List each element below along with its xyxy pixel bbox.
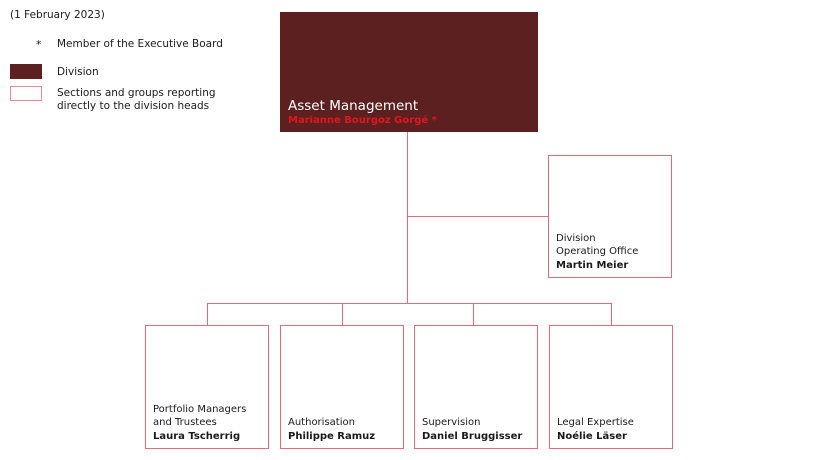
staff-unit-line2: Operating Office	[556, 246, 639, 257]
section-head: Philippe Ramuz	[288, 430, 376, 442]
sections-legend-label: Sections and groups reporting directly t…	[57, 87, 216, 113]
section-box-supervision: Supervision Daniel Bruggisser	[414, 325, 538, 449]
section-head: Laura Tscherrig	[153, 430, 241, 442]
division-legend-label: Division	[57, 66, 99, 78]
section-swatch	[10, 86, 42, 101]
connector-main-vertical	[407, 132, 408, 304]
section-line1: Portfolio Managers	[153, 403, 247, 415]
connector-sections-horizontal	[207, 303, 612, 304]
connector-drop-1	[207, 303, 208, 326]
section-line1: Authorisation	[288, 417, 355, 428]
section-head: Daniel Bruggisser	[422, 430, 523, 442]
division-box-asset-management: Asset Management Marianne Bourgoz Gorgé …	[280, 12, 538, 132]
connector-drop-4	[611, 303, 612, 326]
division-swatch	[10, 64, 42, 79]
staff-unit-box: Division Operating Office Martin Meier	[548, 155, 672, 278]
section-box-portfolio-managers: Portfolio Managers and Trustees Laura Ts…	[145, 325, 269, 449]
sections-legend-line1: Sections and groups reporting	[57, 87, 216, 99]
division-title: Asset Management	[288, 98, 419, 114]
connector-drop-3	[473, 303, 474, 326]
executive-board-symbol: *	[36, 38, 42, 51]
section-box-authorisation: Authorisation Philippe Ramuz	[280, 325, 404, 449]
date-label: (1 February 2023)	[10, 9, 105, 21]
sections-legend-line2: directly to the division heads	[57, 100, 210, 112]
division-head: Marianne Bourgoz Gorgé *	[288, 115, 437, 126]
staff-unit-line1: Division	[556, 232, 596, 244]
section-head: Noélie Läser	[557, 430, 627, 442]
section-line1: Supervision	[422, 417, 481, 428]
section-line2: and Trustees	[153, 417, 217, 428]
executive-board-legend-label: Member of the Executive Board	[57, 38, 223, 50]
connector-staff-horizontal	[407, 216, 548, 217]
section-line1: Legal Expertise	[557, 417, 634, 428]
section-box-legal-expertise: Legal Expertise Noélie Läser	[549, 325, 673, 449]
connector-drop-2	[342, 303, 343, 326]
staff-unit-head: Martin Meier	[556, 259, 629, 271]
